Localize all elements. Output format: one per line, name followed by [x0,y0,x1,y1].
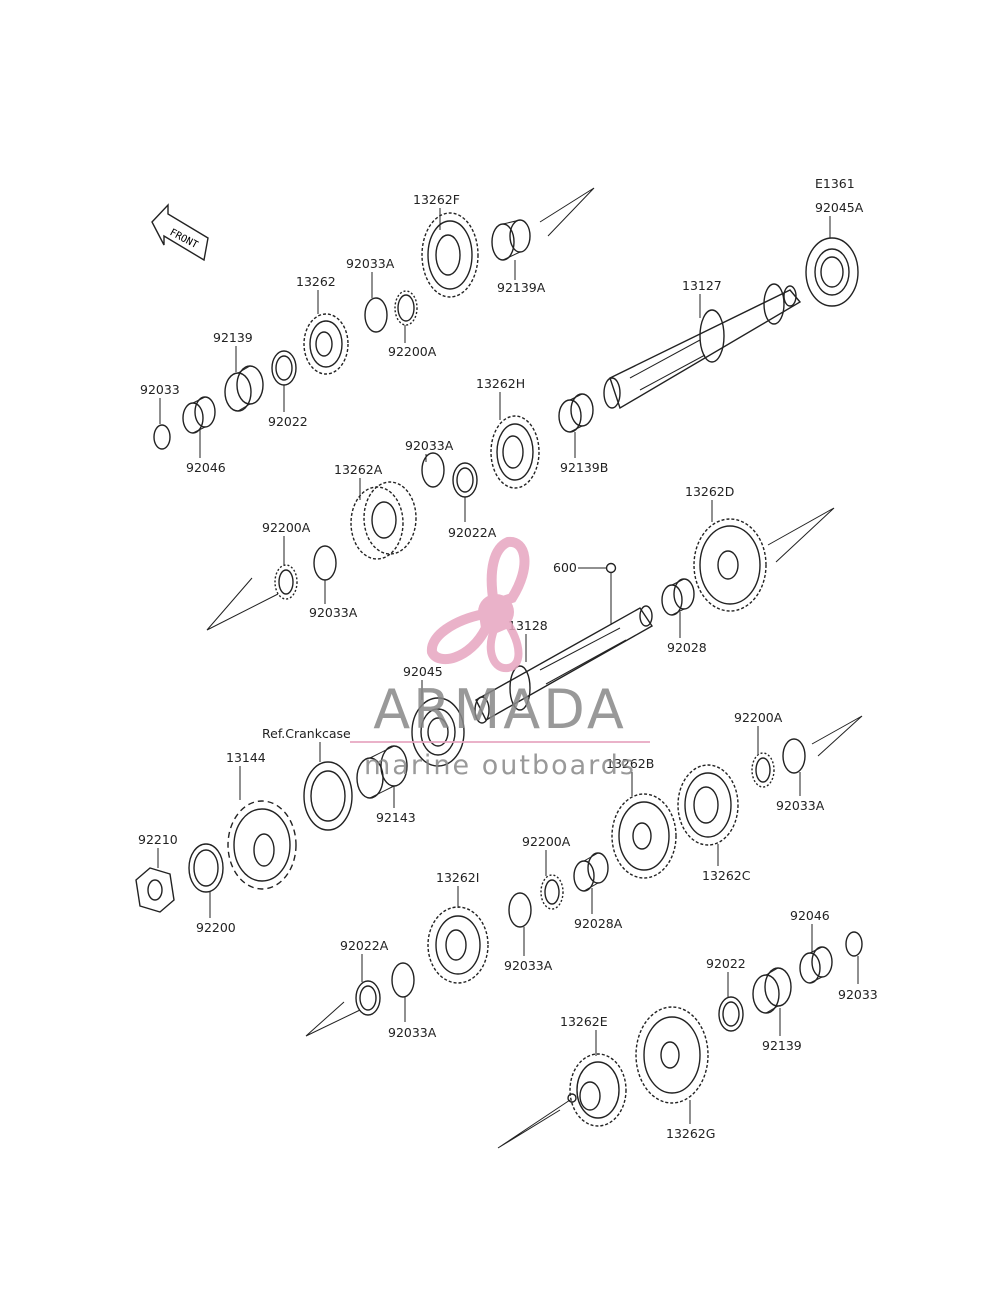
part-92045A-bearing [805,237,859,307]
part-92033A-circlip-3 [313,545,337,581]
watermark: ARMADA marine outboards [350,536,650,781]
part-13262H-gear [490,415,540,489]
part-92143-collar [356,745,408,799]
label-13262: 13262 [296,274,336,289]
part-13262D-gear [693,518,767,612]
label-600: 600 [553,560,577,575]
part-92210-nut [135,867,175,913]
label-92139-1: 92139 [213,330,253,345]
label-92033A-4: 92033A [776,798,825,813]
part-13262-gear [303,313,349,375]
front-arrow-icon: FRONT [151,203,209,262]
part-13128-shaft [474,605,654,724]
label-92046-2: 92046 [790,908,830,923]
label-13262E: 13262E [560,1014,608,1029]
part-92033A-circlip-4 [782,738,806,774]
watermark-tagline: marine outboards [364,750,636,781]
label-92046-1: 92046 [186,460,226,475]
label-92200A-4: 92200A [522,834,571,849]
part-13262F-gear [421,212,479,298]
part-13262E-gear [567,1053,627,1127]
label-92033A-2: 92033A [405,438,454,453]
grease-point-icon [605,562,617,574]
part-13144-sprocket [227,800,297,890]
label-92028A: 92028A [574,916,623,931]
label-92033A-3: 92033A [309,605,358,620]
label-92200A-2: 92200A [262,520,311,535]
part-13262G-gear [635,1006,709,1104]
part-92046-bearing-1 [182,396,216,434]
label-13262B: 13262B [606,756,654,771]
part-92033A-circlip-1 [364,297,388,333]
diagram-id-code: E1361 [815,176,855,191]
part-92022A-washer-1 [452,462,478,498]
part-92033-circlip-2 [845,931,863,957]
label-13262C: 13262C [702,868,751,883]
part-13262I-gear [427,906,489,984]
label-ref-crankcase: Ref.Crankcase [262,726,351,741]
part-92022-washer-1 [271,350,297,386]
part-crankcase-seal [303,761,353,831]
label-92045: 92045 [403,664,443,679]
part-92022A-washer-2 [355,980,381,1016]
watermark-brand: ARMADA [373,678,627,741]
label-92200A-1: 92200A [388,344,437,359]
label-92022A-2: 92022A [340,938,389,953]
part-92200A-washer-3 [751,752,775,788]
label-92139B: 92139B [560,460,608,475]
part-92200A-washer-2 [274,564,298,600]
part-92139-collar-1 [224,365,264,412]
part-92139B-collar [558,393,594,433]
part-92200-washer [188,843,224,893]
part-13262A-gear [350,481,417,560]
label-13262G: 13262G [666,1126,715,1141]
part-92200A-washer-4 [540,874,564,910]
part-13262B-gear [611,793,677,879]
label-92033-2: 92033 [838,987,878,1002]
label-13262I: 13262I [436,870,479,885]
part-13127-shaft [603,283,802,410]
label-92022-2: 92022 [706,956,746,971]
label-92200: 92200 [196,920,236,935]
label-13262D: 13262D [685,484,734,499]
label-92033A-6: 92033A [388,1025,437,1040]
label-13262H: 13262H [476,376,525,391]
part-92033A-circlip-2 [421,452,445,488]
watermark-logo-icon [427,536,530,673]
part-13262C-gear [677,764,739,846]
part-92033-circlip-1 [153,424,171,450]
label-92022-1: 92022 [268,414,308,429]
part-92022-washer-2 [718,996,744,1032]
label-13262F: 13262F [413,192,460,207]
label-92139A: 92139A [497,280,546,295]
label-13127: 13127 [682,278,722,293]
label-92143: 92143 [376,810,416,825]
label-92033-1: 92033 [140,382,180,397]
part-92045-bearing [411,697,465,767]
label-92033A-5: 92033A [504,958,553,973]
part-92139-collar-2 [752,967,792,1014]
label-13262A: 13262A [334,462,383,477]
part-92028-collar [661,578,695,616]
label-92210: 92210 [138,832,178,847]
label-92200A-3: 92200A [734,710,783,725]
part-92033A-circlip-6 [391,962,415,998]
part-92046-bearing-2 [799,946,833,984]
part-92033A-circlip-5 [508,892,532,928]
label-92033A-1: 92033A [346,256,395,271]
part-92139A-bearing [491,219,531,261]
label-92022A-1: 92022A [448,525,497,540]
label-92139-2: 92139 [762,1038,802,1053]
label-13144: 13144 [226,750,266,765]
label-92045A: 92045A [815,200,864,215]
label-13128: 13128 [508,618,548,633]
part-92028A-bearing [573,852,609,892]
part-92200A-washer-1 [394,290,418,326]
label-92028: 92028 [667,640,707,655]
